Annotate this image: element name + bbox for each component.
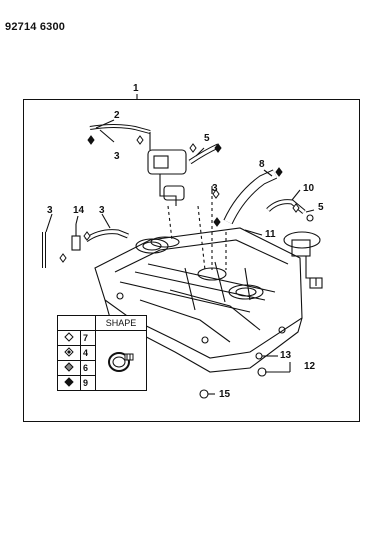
diamond-filled-icon: [213, 217, 221, 227]
hose-3-lower: [84, 229, 129, 243]
diamond-outline-icon: [292, 203, 300, 213]
callout-8: 8: [259, 159, 265, 170]
legend-header-blank: [57, 315, 96, 331]
hose-clamp-icon: [95, 330, 147, 391]
dashed-leaders: [167, 190, 227, 271]
bolt-12: [257, 367, 267, 377]
diamond-outline-icon: [212, 189, 220, 199]
callout-3: 3: [99, 205, 105, 216]
callout-3: 3: [114, 151, 120, 162]
callout-15: 15: [219, 389, 231, 400]
legend-number: 4: [80, 345, 96, 361]
diamond-filled-icon: [275, 167, 283, 177]
diamond-filled-icon: [214, 143, 222, 153]
callout-3: 3: [212, 183, 218, 194]
clip-5: [306, 214, 314, 222]
diamond-solid-icon: [57, 375, 81, 391]
filler-hose: [223, 169, 278, 225]
diamond-filled-icon: [57, 345, 81, 361]
vent-hose: [266, 199, 306, 214]
legend-header: SHAPE: [95, 315, 147, 331]
assembly-frame: [23, 99, 360, 422]
legend-number: 6: [80, 360, 96, 376]
diamond-outline-icon: [189, 143, 197, 153]
hose-upper: [89, 124, 151, 134]
diamond-outline-icon: [136, 135, 144, 145]
callout-14: 14: [73, 205, 85, 216]
shape-markers: [59, 135, 300, 263]
callout-13: 13: [280, 350, 292, 361]
callout-5: 5: [318, 202, 324, 213]
callout-2: 2: [114, 110, 120, 121]
callout-11: 11: [265, 229, 276, 240]
legend-number: 7: [80, 330, 96, 346]
fuel-sender: [283, 231, 323, 289]
callout-12: 12: [304, 361, 316, 372]
callout-1: 1: [133, 83, 139, 94]
page-code: 92714 6300: [5, 21, 66, 33]
legend-row: 7: [57, 330, 147, 391]
diamond-dotted-icon: [57, 360, 81, 376]
diamond-outline-icon: [59, 253, 67, 263]
check-valve-14: [71, 224, 81, 251]
legend-row: 9: [57, 375, 147, 391]
legend-row: 4: [57, 345, 147, 361]
callout-3: 3: [47, 205, 53, 216]
bolt-13: [255, 352, 263, 360]
diamond-outline-icon: [57, 330, 81, 346]
callout-5: 5: [204, 133, 210, 144]
diamond-outline-icon: [83, 231, 91, 241]
legend-number: 9: [80, 375, 96, 391]
shape-legend: SHAPE 7 4 6 9: [57, 315, 147, 391]
diamond-filled-icon: [87, 135, 95, 145]
callout-10: 10: [303, 183, 315, 194]
vapor-separator: [147, 149, 187, 206]
bolt-15: [199, 389, 209, 399]
